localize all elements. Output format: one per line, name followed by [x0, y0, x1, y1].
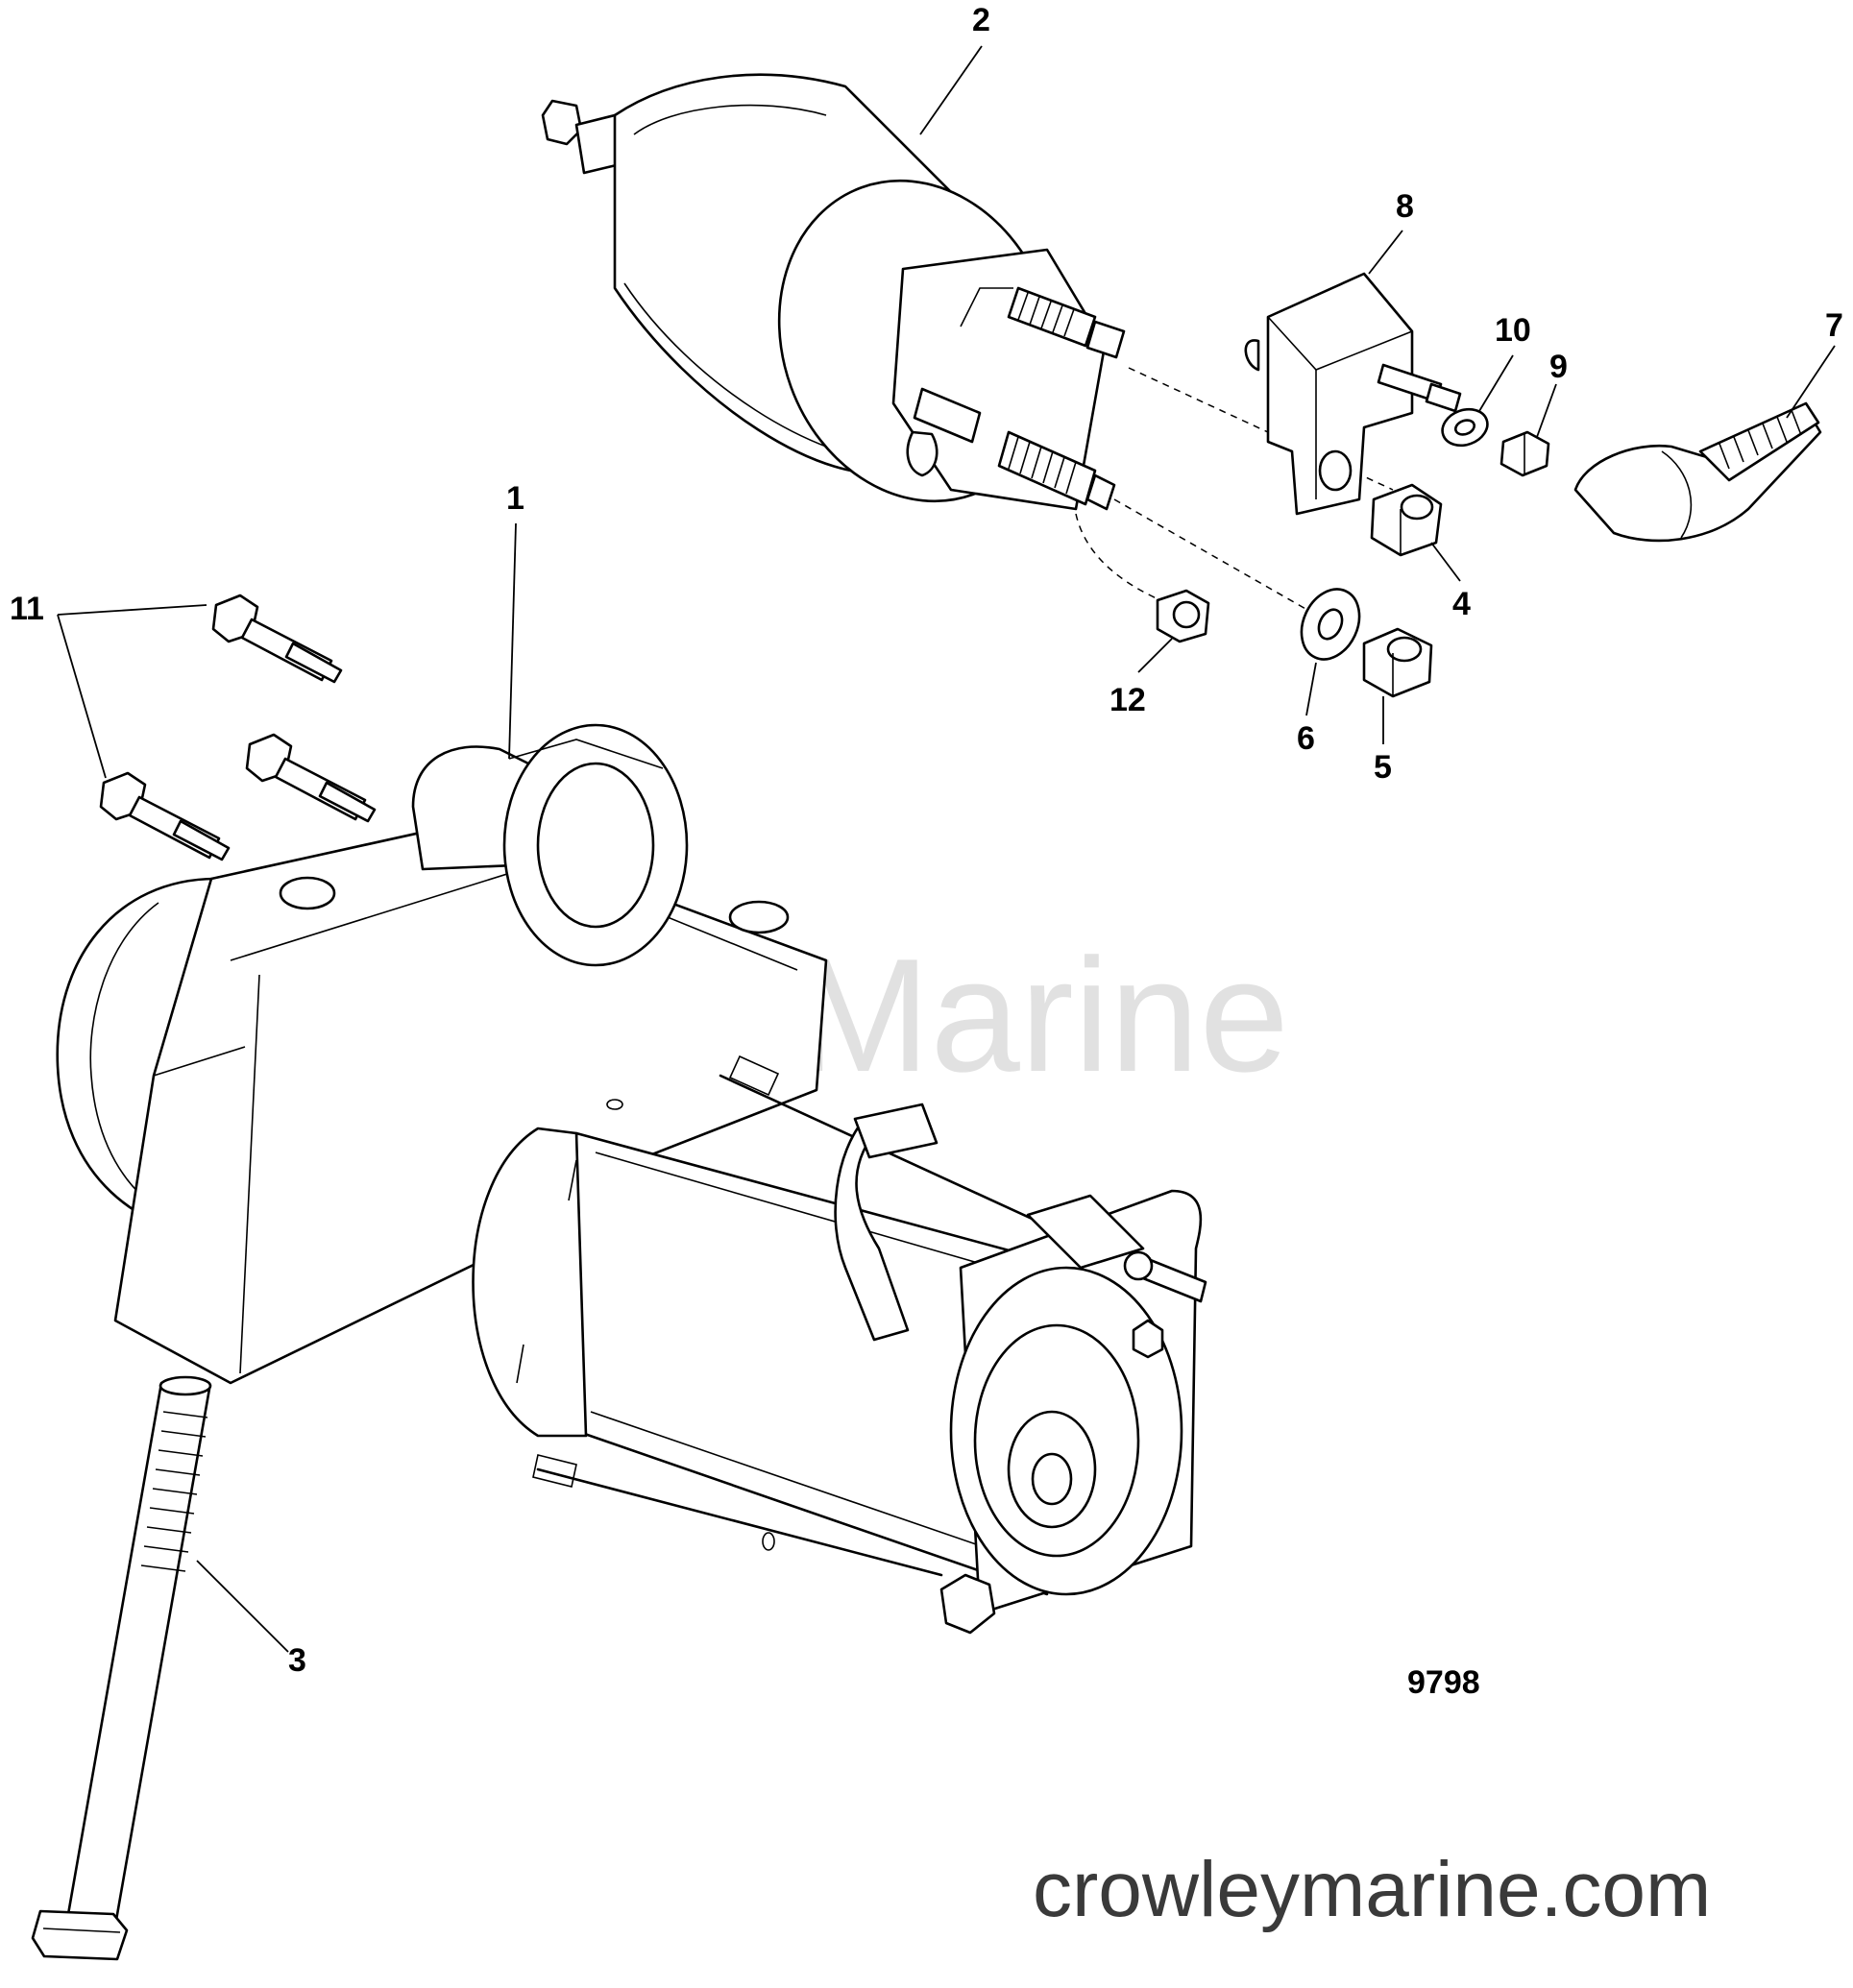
- bracket-bolt-part-11-middle: [245, 733, 377, 823]
- callout-8: 8: [1396, 188, 1414, 225]
- through-bolt-part-3: [31, 1375, 212, 1961]
- site-footer-text: crowleymarine.com: [1033, 1846, 1711, 1933]
- callout-4: 4: [1452, 586, 1471, 622]
- hex-nut-part-4: [1370, 483, 1443, 557]
- hex-nut-part-12: [1156, 589, 1210, 643]
- bracket-bolt-part-11-upper: [211, 594, 343, 684]
- solenoid-part-2: [541, 73, 1126, 511]
- callout-12: 12: [1109, 682, 1146, 718]
- hex-nut-part-9: [1499, 430, 1550, 477]
- callout-3: 3: [288, 1642, 306, 1679]
- callout-1: 1: [506, 480, 524, 517]
- starter-motor-part-1: [56, 723, 1207, 1635]
- callout-2: 2: [972, 2, 990, 38]
- hex-nut-part-5: [1362, 627, 1433, 698]
- callout-6: 6: [1297, 720, 1315, 757]
- callout-11: 11: [10, 591, 44, 627]
- terminal-boot-part-7: [1573, 401, 1822, 543]
- flat-washer-part-6: [1300, 588, 1361, 661]
- callout-7: 7: [1825, 307, 1843, 344]
- figure-number: 9798: [1407, 1664, 1480, 1701]
- callout-5: 5: [1374, 749, 1392, 786]
- circuit-breaker-part-8: [1244, 272, 1462, 516]
- lock-washer-part-10: [1441, 407, 1489, 448]
- bracket-bolt-part-11-lower: [99, 771, 231, 861]
- leader-lines: [57, 45, 1836, 1653]
- callout-10: 10: [1495, 312, 1531, 349]
- callout-labels: 2 1 3 4 5 6 7 8 9 10 11 12: [10, 2, 1843, 1679]
- callout-9: 9: [1549, 349, 1568, 385]
